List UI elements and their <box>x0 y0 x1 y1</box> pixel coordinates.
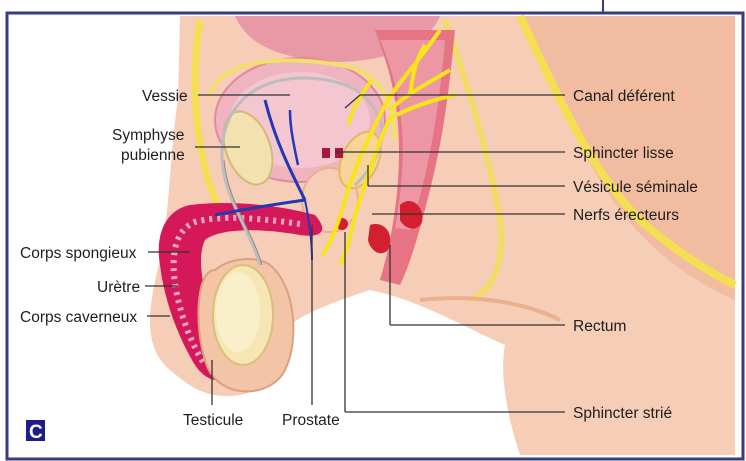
label-vessie: Vessie <box>142 88 188 105</box>
label-vesicule-seminale: Vésicule séminale <box>573 179 698 196</box>
label-corps-caverneux: Corps caverneux <box>20 309 137 326</box>
panel-letter: C <box>29 422 43 443</box>
label-uretre: Urètre <box>97 279 140 296</box>
label-symphyse-line1: Symphyse <box>112 127 184 144</box>
label-testicule: Testicule <box>183 412 243 429</box>
label-nerfs-erecteurs: Nerfs érecteurs <box>573 207 679 224</box>
panel-badge: C <box>26 420 45 443</box>
label-canal-deferent: Canal déférent <box>573 88 675 105</box>
label-rectum: Rectum <box>573 318 626 335</box>
label-sphincter-strie: Sphincter strié <box>573 405 672 422</box>
label-corps-spongieux: Corps spongieux <box>20 245 137 262</box>
label-prostate: Prostate <box>282 412 340 429</box>
label-sphincter-lisse: Sphincter lisse <box>573 145 674 162</box>
label-symphyse-line2: pubienne <box>121 147 185 164</box>
